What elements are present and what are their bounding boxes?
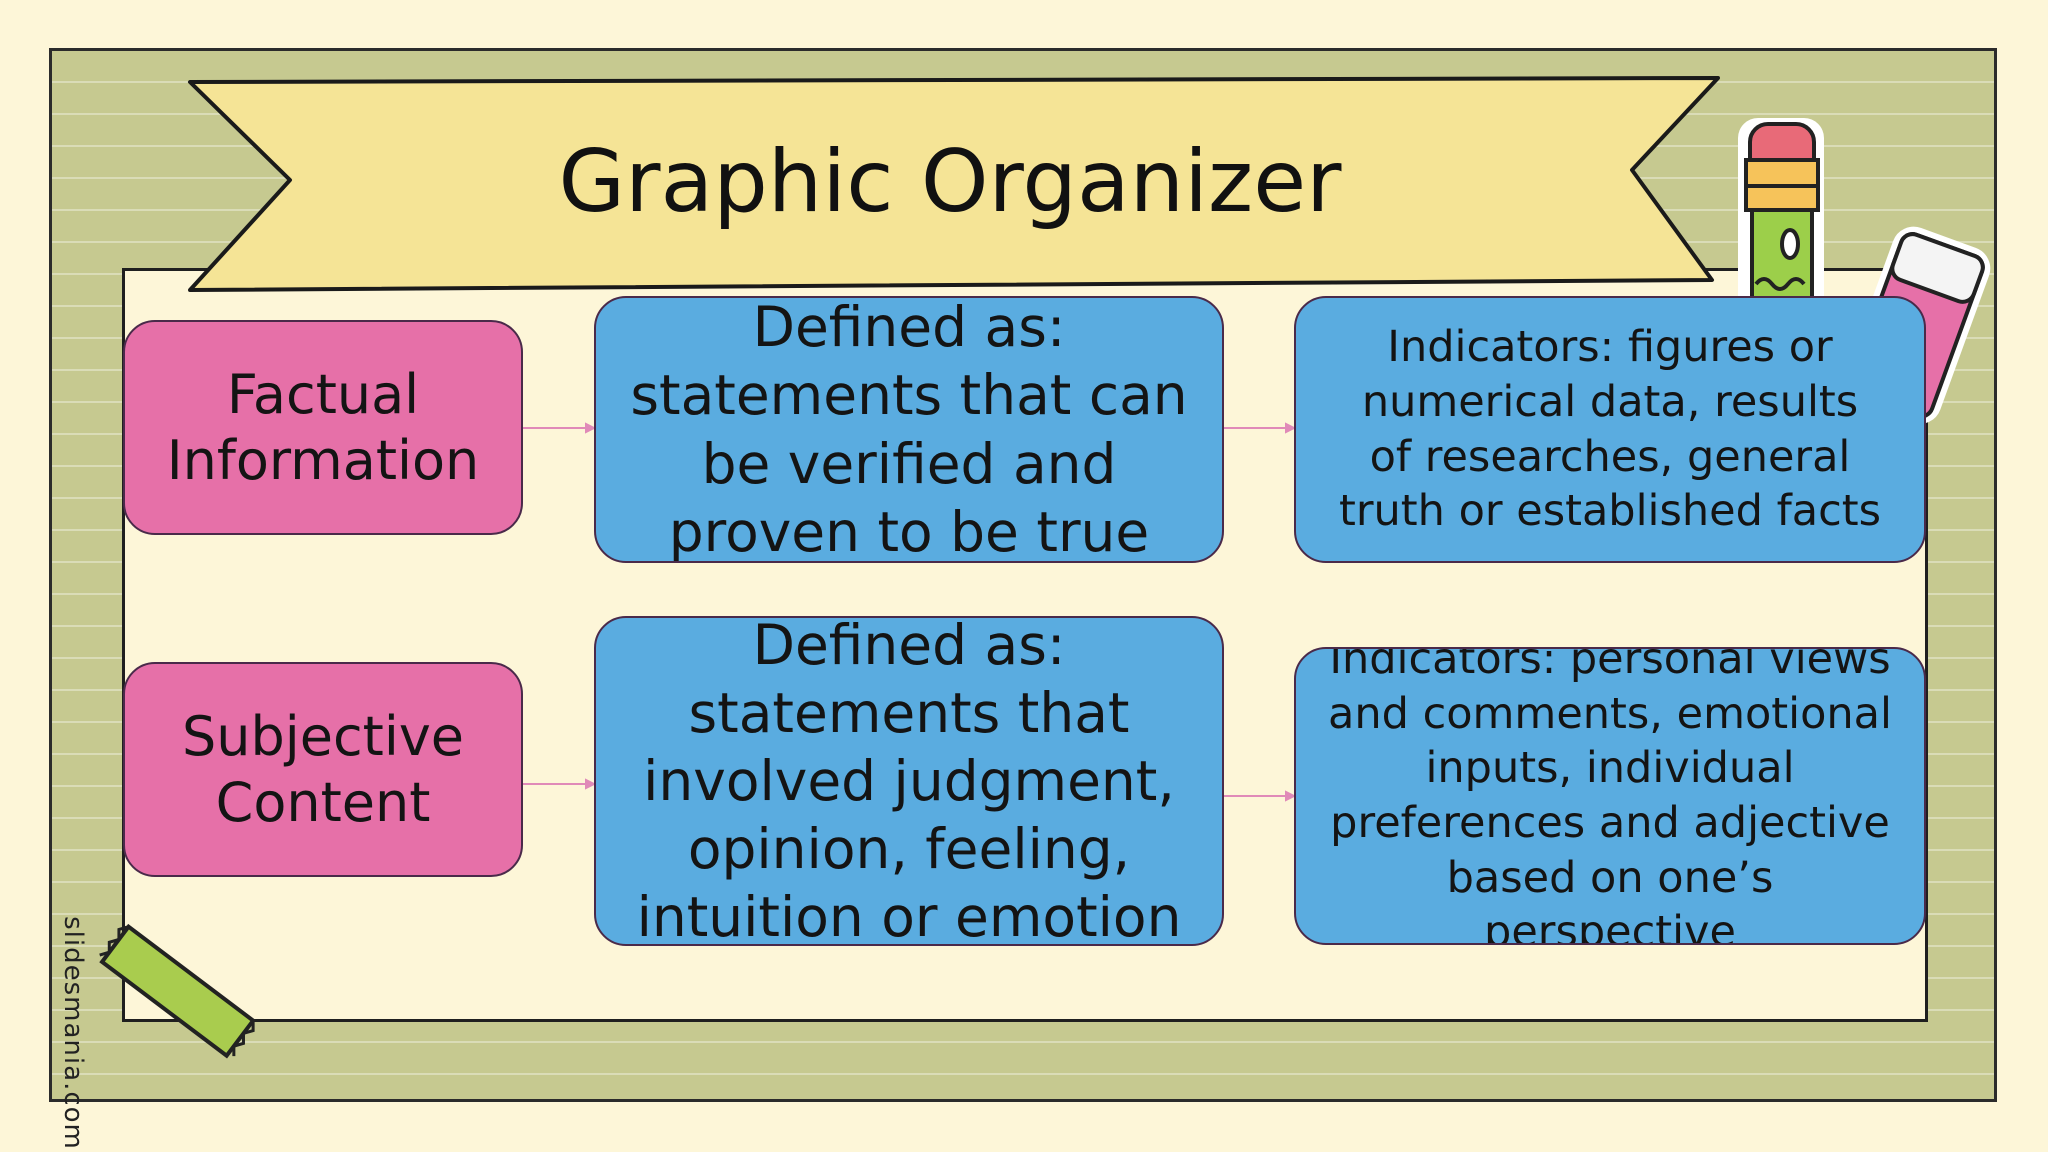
indicators-text: Indicators: personal views and comments,… — [1328, 647, 1892, 945]
connectors — [523, 422, 1297, 802]
page-title: Graphic Organizer — [558, 132, 1342, 232]
category-label: Subjective Content — [181, 704, 465, 834]
indicators-box: Indicators: personal views and comments,… — [1294, 647, 1926, 945]
indicators-text: Indicators: figures or numerical data, r… — [1339, 322, 1881, 537]
category-box: Factual Information — [123, 320, 523, 535]
title-banner — [188, 76, 1720, 292]
credit-text: slidesmania.com — [57, 916, 88, 1150]
definition-text: Defined as: statements that involved jud… — [636, 616, 1182, 946]
definition-text: Defined as: statements that can be verif… — [630, 296, 1188, 563]
definition-box: Defined as: statements that involved jud… — [594, 616, 1224, 946]
indicators-box: Indicators: figures or numerical data, r… — [1294, 296, 1926, 563]
category-box: Subjective Content — [123, 662, 523, 877]
category-label: Factual Information — [166, 362, 480, 492]
definition-box: Defined as: statements that can be verif… — [594, 296, 1224, 563]
pencil-icon — [1738, 118, 1824, 320]
tape-icon — [99, 923, 256, 1059]
